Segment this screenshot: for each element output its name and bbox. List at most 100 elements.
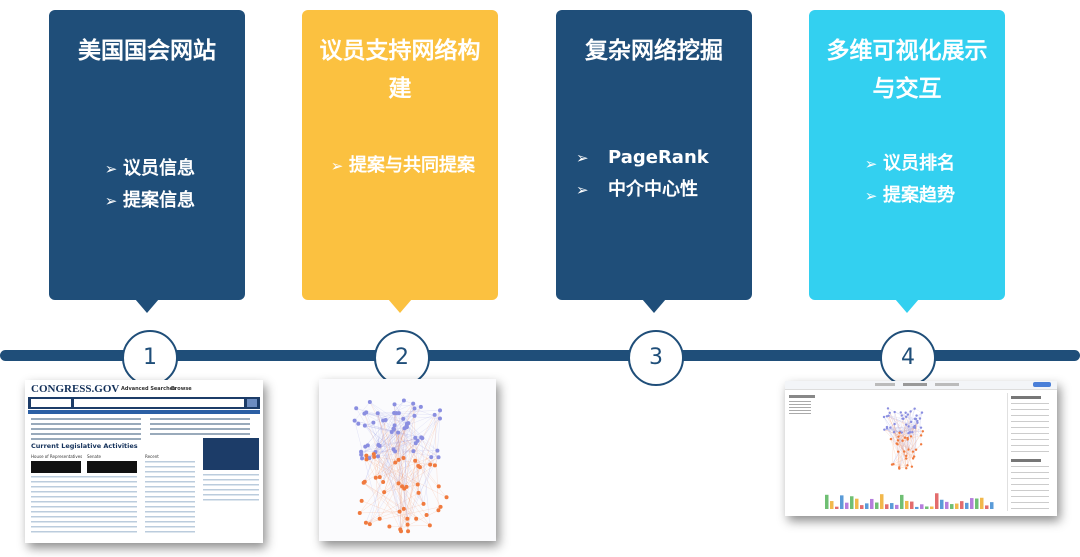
trend-bar (850, 496, 854, 509)
site-search-bar (28, 397, 260, 409)
network-node (367, 400, 372, 405)
network-edge (893, 427, 916, 433)
network-node (898, 431, 901, 434)
network-edge (900, 412, 922, 436)
network-edge (394, 404, 399, 484)
network-node (377, 475, 382, 480)
arrow-bullet-icon: ➢ (576, 181, 589, 199)
network-node (444, 495, 449, 500)
network-edge (909, 418, 917, 433)
network-node (911, 457, 915, 460)
network-edge (421, 437, 436, 466)
network-edge (379, 428, 405, 478)
site-logo: CONGRESS.GOV (31, 383, 120, 395)
trend-bar (935, 493, 939, 509)
network-edge (393, 412, 439, 458)
network-edge (894, 411, 916, 420)
network-node (907, 425, 910, 428)
card-congress-site: 美国国会网站 ➢议员信息 ➢提案信息 (49, 10, 245, 313)
network-edge (361, 437, 422, 452)
network-edge (897, 437, 908, 441)
bullet-item: ➢中介中心性 (576, 174, 752, 206)
column-heading: Recent (145, 454, 159, 459)
network-node (919, 443, 923, 446)
trend-bar (880, 494, 884, 509)
step-node-3: 3 (628, 330, 684, 386)
network-edge (888, 415, 899, 441)
network-node (367, 522, 372, 527)
network-edge (373, 456, 380, 519)
network-node (911, 431, 914, 434)
network-edge (900, 412, 922, 428)
network-edge (899, 465, 908, 469)
card-bullets: ➢提案与共同提案 (302, 150, 498, 182)
network-edge (902, 440, 907, 469)
network-edge (904, 437, 908, 466)
trend-bar (825, 494, 829, 509)
network-edge (886, 428, 901, 433)
network-edge (897, 444, 900, 468)
network-edge (884, 429, 897, 444)
network-edge (365, 400, 405, 447)
network-edge (394, 404, 421, 408)
network-node (405, 516, 410, 521)
network-node (909, 420, 913, 424)
network-edge (887, 408, 907, 459)
network-node (432, 463, 437, 468)
network-edge (884, 426, 909, 430)
network-edge (369, 410, 441, 525)
network-node (401, 456, 406, 461)
network-node (900, 414, 904, 417)
network-edge (375, 400, 405, 453)
network-node (915, 414, 918, 417)
network-edge (905, 416, 911, 433)
network-node (401, 398, 406, 403)
network-edge (898, 421, 912, 437)
network-edge (369, 491, 385, 525)
network-edge (899, 431, 924, 468)
network-node (904, 411, 907, 414)
network-edge (893, 432, 907, 459)
network-node (396, 457, 401, 462)
trend-bar (890, 503, 894, 509)
network-edge (374, 437, 416, 458)
network-edge (399, 486, 403, 512)
network-edge (379, 431, 392, 478)
network-edge (364, 413, 399, 484)
network-edge (901, 408, 915, 416)
network-edge (421, 437, 431, 526)
card-title: 多维可视化展示与交互 (826, 38, 988, 102)
network-edge (893, 412, 895, 433)
network-node (364, 410, 369, 415)
network-edge (884, 427, 916, 430)
network-edge (379, 445, 414, 452)
network-node (903, 436, 907, 439)
network-edge (373, 456, 417, 519)
network-edge (364, 425, 424, 505)
network-node (375, 411, 380, 416)
network-edge (373, 453, 431, 526)
network-edge (361, 408, 415, 455)
network-edge (407, 460, 416, 532)
network-node (889, 426, 892, 429)
network-edge (919, 418, 922, 445)
network-node (912, 425, 916, 429)
network-edge (397, 432, 416, 461)
network-edge (363, 482, 430, 526)
network-edge (391, 431, 394, 450)
network-edge (377, 425, 407, 457)
network-node (896, 439, 900, 442)
network-node (359, 449, 364, 454)
network-edge (907, 427, 922, 440)
network-node (391, 426, 396, 431)
network-edge (366, 455, 447, 498)
trend-bar (895, 504, 899, 509)
network-node (428, 462, 433, 467)
network-edge (398, 418, 441, 461)
network-edge (884, 429, 908, 439)
network-node (900, 431, 903, 434)
network-edge (361, 500, 408, 520)
network-node (438, 504, 443, 509)
arrow-bullet-icon: ➢ (864, 187, 878, 205)
network-edge (375, 419, 386, 478)
